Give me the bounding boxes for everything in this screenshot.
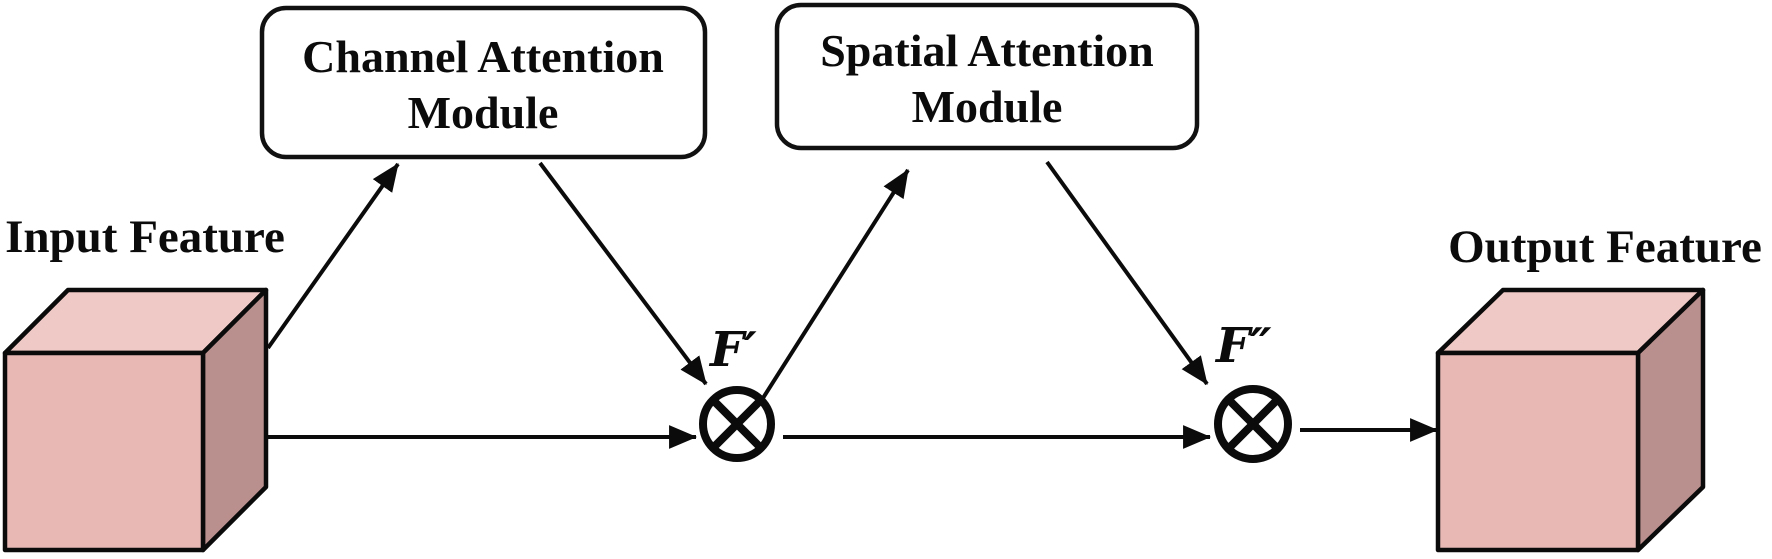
spatial-attention-module-box: Spatial Attention Module <box>774 2 1200 151</box>
channel-attention-module-label-line1: Channel Attention <box>302 31 664 82</box>
input-feature-cube <box>2 287 269 553</box>
circled-times-cross-stroke <box>710 397 764 451</box>
spatial-attention-module-label-line1: Spatial Attention <box>820 25 1154 76</box>
output-feature-cube <box>1435 287 1706 553</box>
output-cube-front-face <box>1435 350 1641 553</box>
f-prime-label: F′ <box>708 322 757 378</box>
output-feature-label: Output Feature <box>1448 221 1762 273</box>
f-double-prime-label: F″ <box>1214 318 1272 374</box>
arrow-spatial-module-to-multiply-2 <box>1045 160 1209 386</box>
input-cube-front-face <box>2 350 206 553</box>
arrow-input-to-channel-module <box>266 162 400 350</box>
spatial-attention-module-label-line2: Module <box>912 81 1063 132</box>
channel-attention-module-label-line2: Module <box>408 87 559 138</box>
arrow-multiply-1-to-spatial-module <box>761 168 910 400</box>
spatial-attention-module-rect <box>774 2 1200 151</box>
multiply-operator-2 <box>1214 385 1292 463</box>
arrow-channel-module-to-multiply-1 <box>538 161 708 386</box>
channel-attention-module-rect <box>259 5 708 160</box>
circled-times-cross-stroke <box>1225 396 1281 452</box>
multiply-operator-1 <box>699 386 775 462</box>
channel-attention-module-box: Channel Attention Module <box>259 5 708 160</box>
input-feature-label: Input Feature <box>5 211 285 263</box>
